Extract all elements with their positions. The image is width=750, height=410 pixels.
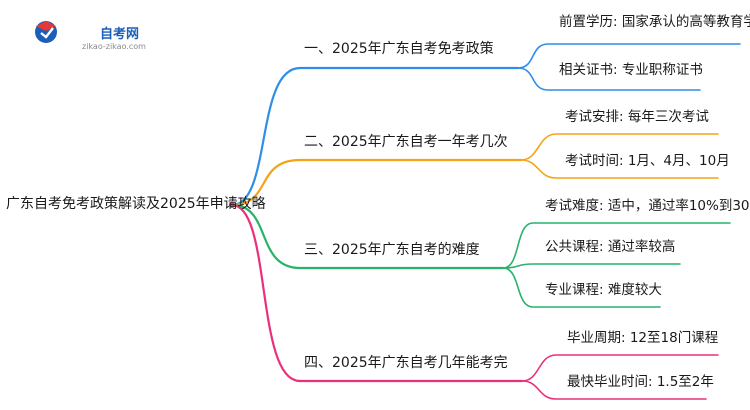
leaf-3-3: 专业课程: 难度较大	[545, 282, 662, 298]
leaf-4-1-connector	[521, 354, 719, 382]
branch-3-label: 三、2025年广东自考的难度	[304, 242, 480, 258]
leaf-2-1-connector	[520, 133, 719, 161]
branch-1-label: 一、2025年广东自考免考政策	[304, 41, 494, 57]
branch-4-label: 四、2025年广东自考几年能考完	[304, 355, 508, 371]
root-node-dot	[229, 202, 235, 208]
leaf-2-2-connector	[520, 159, 719, 179]
branch-2-connector	[230, 158, 523, 207]
branch-4-connector	[230, 203, 524, 383]
leaf-1-1: 前置学历: 国家承认的高等教育学历	[559, 14, 750, 30]
leaf-3-3-connector	[502, 267, 661, 308]
leaf-3-1-connector	[502, 222, 731, 269]
leaf-4-2-connector	[521, 380, 707, 400]
leaf-2-2: 考试时间: 1月、4月、10月	[565, 153, 730, 169]
leaf-4-2: 最快毕业时间: 1.5至2年	[567, 374, 714, 390]
leaf-4-1: 毕业周期: 12至18门课程	[567, 330, 719, 346]
leaf-1-1-connector	[517, 43, 741, 69]
leaf-3-2: 公共课程: 通过率较高	[545, 239, 676, 255]
branch-2-label: 二、2025年广东自考一年考几次	[304, 134, 508, 150]
leaf-3-1: 考试难度: 适中，通过率10%到30%	[545, 198, 750, 214]
logo-url: zikao-zikao.com	[82, 42, 146, 51]
logo-name: 自考网	[100, 27, 140, 42]
branch-1-connector	[230, 66, 520, 207]
branch-3-connector	[230, 203, 505, 270]
leaf-3-2-connector	[502, 263, 681, 269]
root-topic: 广东自考免考政策解读及2025年申请攻略	[6, 196, 266, 212]
site-logo: 自考网 zikao-zikao.com	[18, 10, 168, 52]
leaf-1-2: 相关证书: 专业职称证书	[559, 62, 703, 78]
graduation-cap-icon	[35, 21, 57, 43]
leaf-1-2-connector	[517, 67, 701, 91]
leaf-2-1: 考试安排: 每年三次考试	[565, 109, 709, 125]
